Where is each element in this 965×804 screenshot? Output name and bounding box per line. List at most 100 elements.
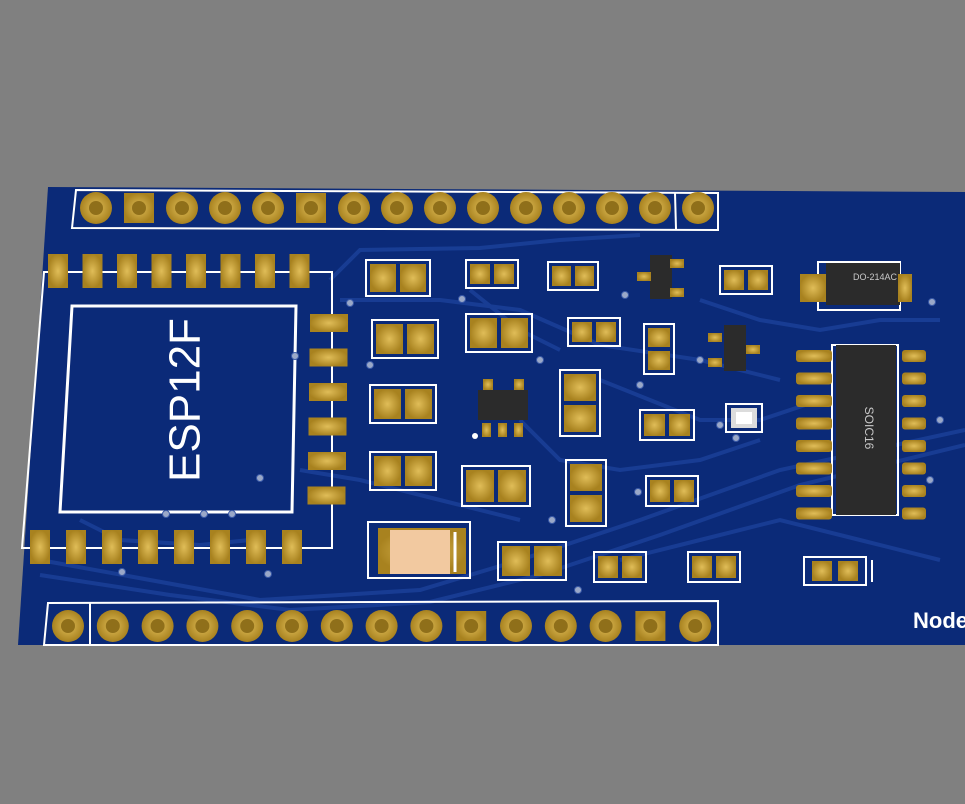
soic-pin-left	[796, 350, 832, 362]
esp12f-shield-outline	[58, 304, 298, 514]
header-bottom-pin	[500, 610, 532, 642]
esp-top-pad	[255, 254, 275, 288]
header-bottom	[42, 599, 719, 646]
header-top-pin	[166, 192, 198, 224]
header-top-pin	[553, 192, 585, 224]
header-bottom-pin	[276, 610, 308, 642]
via	[256, 474, 264, 482]
esp-bottom-pad	[246, 530, 266, 564]
passive-part	[559, 369, 601, 437]
small-sensor	[725, 403, 763, 433]
header-top-pin	[209, 192, 241, 224]
esp-top-pad	[220, 254, 241, 288]
via	[228, 510, 236, 518]
header-top-pin	[381, 192, 413, 224]
via	[928, 298, 936, 306]
passive-part	[371, 319, 439, 359]
via	[926, 476, 934, 484]
passive-part	[639, 409, 695, 441]
sot23-transistor-1	[637, 255, 684, 299]
header-bottom-pin	[365, 610, 398, 642]
header-top-pin	[80, 192, 112, 224]
soic-pin-right	[902, 350, 926, 362]
soic-pin-left	[796, 485, 832, 497]
esp-side-pad	[308, 452, 346, 470]
via	[162, 510, 170, 518]
soic-pin-right	[902, 417, 926, 430]
soic-pin-left	[796, 440, 832, 452]
header-bottom-pin	[141, 610, 174, 642]
via	[264, 570, 272, 578]
esp-bottom-pad	[174, 530, 194, 564]
header-bottom-pin	[231, 610, 264, 642]
soic-pin-right	[902, 462, 926, 475]
esp-bottom-pad	[30, 530, 50, 564]
esp-top-pad	[82, 254, 103, 288]
diode-package-label: DO-214AC	[853, 272, 898, 282]
esp-top-pad	[48, 254, 68, 288]
esp-top-pad	[186, 254, 206, 288]
soic-pin-right	[902, 507, 926, 520]
via	[621, 291, 629, 299]
passive-part	[365, 259, 431, 297]
esp-side-pad	[307, 486, 346, 505]
via	[732, 434, 740, 442]
header-top-pin	[424, 192, 456, 224]
header-bottom-pin	[96, 610, 129, 642]
esp12f-module: ESP12F	[20, 254, 348, 564]
header-top-pin	[124, 193, 154, 223]
header-top-pin	[467, 192, 499, 224]
sot23-transistor-2	[708, 325, 760, 371]
passive-part	[369, 384, 437, 424]
via	[118, 568, 126, 576]
soic-pin-left	[796, 372, 832, 385]
soic-pin-right	[902, 372, 926, 385]
soic-pin-right	[902, 485, 926, 497]
header-top-pin	[338, 192, 370, 224]
via	[366, 361, 374, 369]
header-bottom-pin	[186, 610, 219, 642]
vias	[118, 291, 944, 594]
esp-top-pad	[289, 254, 310, 288]
header-top-pin	[639, 192, 671, 224]
header-bottom-pin	[410, 610, 443, 642]
soic-pin-left	[796, 507, 832, 520]
header-bottom-pin	[52, 610, 84, 642]
header-top-pin	[296, 193, 326, 223]
via	[346, 299, 354, 307]
header-bottom-pin	[544, 610, 577, 642]
passive-part	[565, 459, 607, 527]
via	[636, 381, 644, 389]
header-top-pin	[682, 192, 714, 224]
esp-side-pad	[309, 348, 348, 367]
via	[200, 510, 208, 518]
esp12f-label: ESP12F	[161, 318, 210, 482]
esp-bottom-pad	[66, 530, 86, 564]
soic-pin-right	[902, 440, 926, 452]
via	[548, 516, 556, 524]
via	[716, 421, 724, 429]
esp-top-pad	[151, 254, 172, 288]
passive-part	[547, 261, 599, 291]
via	[696, 356, 704, 364]
passive-part	[645, 475, 699, 507]
esp-bottom-pad	[210, 530, 230, 564]
board-name-label: Node	[913, 608, 965, 633]
esp-bottom-pad	[102, 530, 122, 564]
soic-pin-left	[796, 417, 832, 430]
header-bottom-pin	[589, 610, 622, 642]
soic-pin-left	[796, 462, 832, 475]
passive-part	[643, 323, 675, 375]
led-component	[367, 521, 471, 579]
passive-part	[369, 451, 437, 491]
via	[536, 356, 544, 364]
esp-top-pad	[117, 254, 137, 288]
via	[634, 488, 642, 496]
header-bottom-pin	[320, 610, 353, 642]
header-top-pin	[252, 192, 284, 224]
esp-bottom-pad	[282, 530, 302, 564]
diode-do214ac: DO-214AC	[800, 261, 912, 311]
passive-part	[461, 465, 531, 507]
passive-part	[719, 265, 773, 295]
